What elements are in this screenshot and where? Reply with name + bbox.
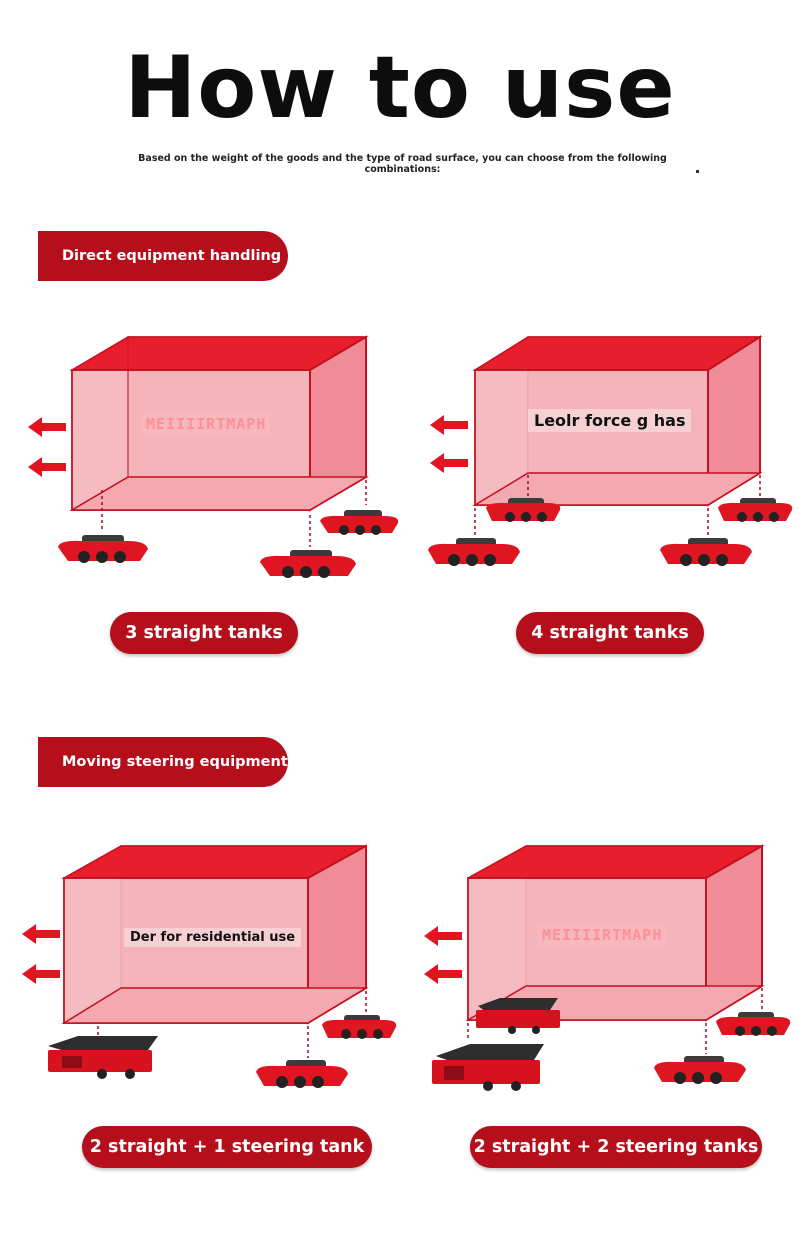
scene-2-straight-1-steering: Der for residential use (18, 838, 398, 1108)
cargo-diagram (22, 844, 397, 1088)
caption-4-straight: 4 straight tanks (516, 612, 704, 654)
box-label: Leolr force g has (528, 409, 692, 432)
stray-dot (696, 170, 699, 173)
cargo-diagram (428, 335, 793, 566)
page-title: How to use (124, 38, 676, 138)
scene-4-straight: Leolr force g has (420, 325, 800, 595)
caption-2-straight-1-steering: 2 straight + 1 steering tank (82, 1126, 372, 1168)
scene-3-straight: MEIIIIRTMAPH (20, 325, 400, 595)
section-tab-direct-handling: Direct equipment handling (38, 231, 288, 281)
caption-3-straight: 3 straight tanks (110, 612, 298, 654)
caption-2-straight-2-steering: 2 straight + 2 steering tanks (470, 1126, 762, 1168)
brand-logo: MEIIIIRTMAPH (538, 924, 667, 946)
skate (58, 535, 148, 563)
scene-2-straight-2-steering: MEIIIIRTMAPH (416, 838, 796, 1108)
brand-logo: MEIIIIRTMAPH (142, 413, 271, 435)
page-subtitle: Based on the weight of the goods and the… (138, 153, 667, 175)
cargo-diagram (424, 844, 791, 1091)
section-tab-moving-steering: Moving steering equipment (38, 737, 288, 787)
box-label: Der for residential use (124, 928, 302, 947)
cargo-diagram (28, 335, 399, 578)
